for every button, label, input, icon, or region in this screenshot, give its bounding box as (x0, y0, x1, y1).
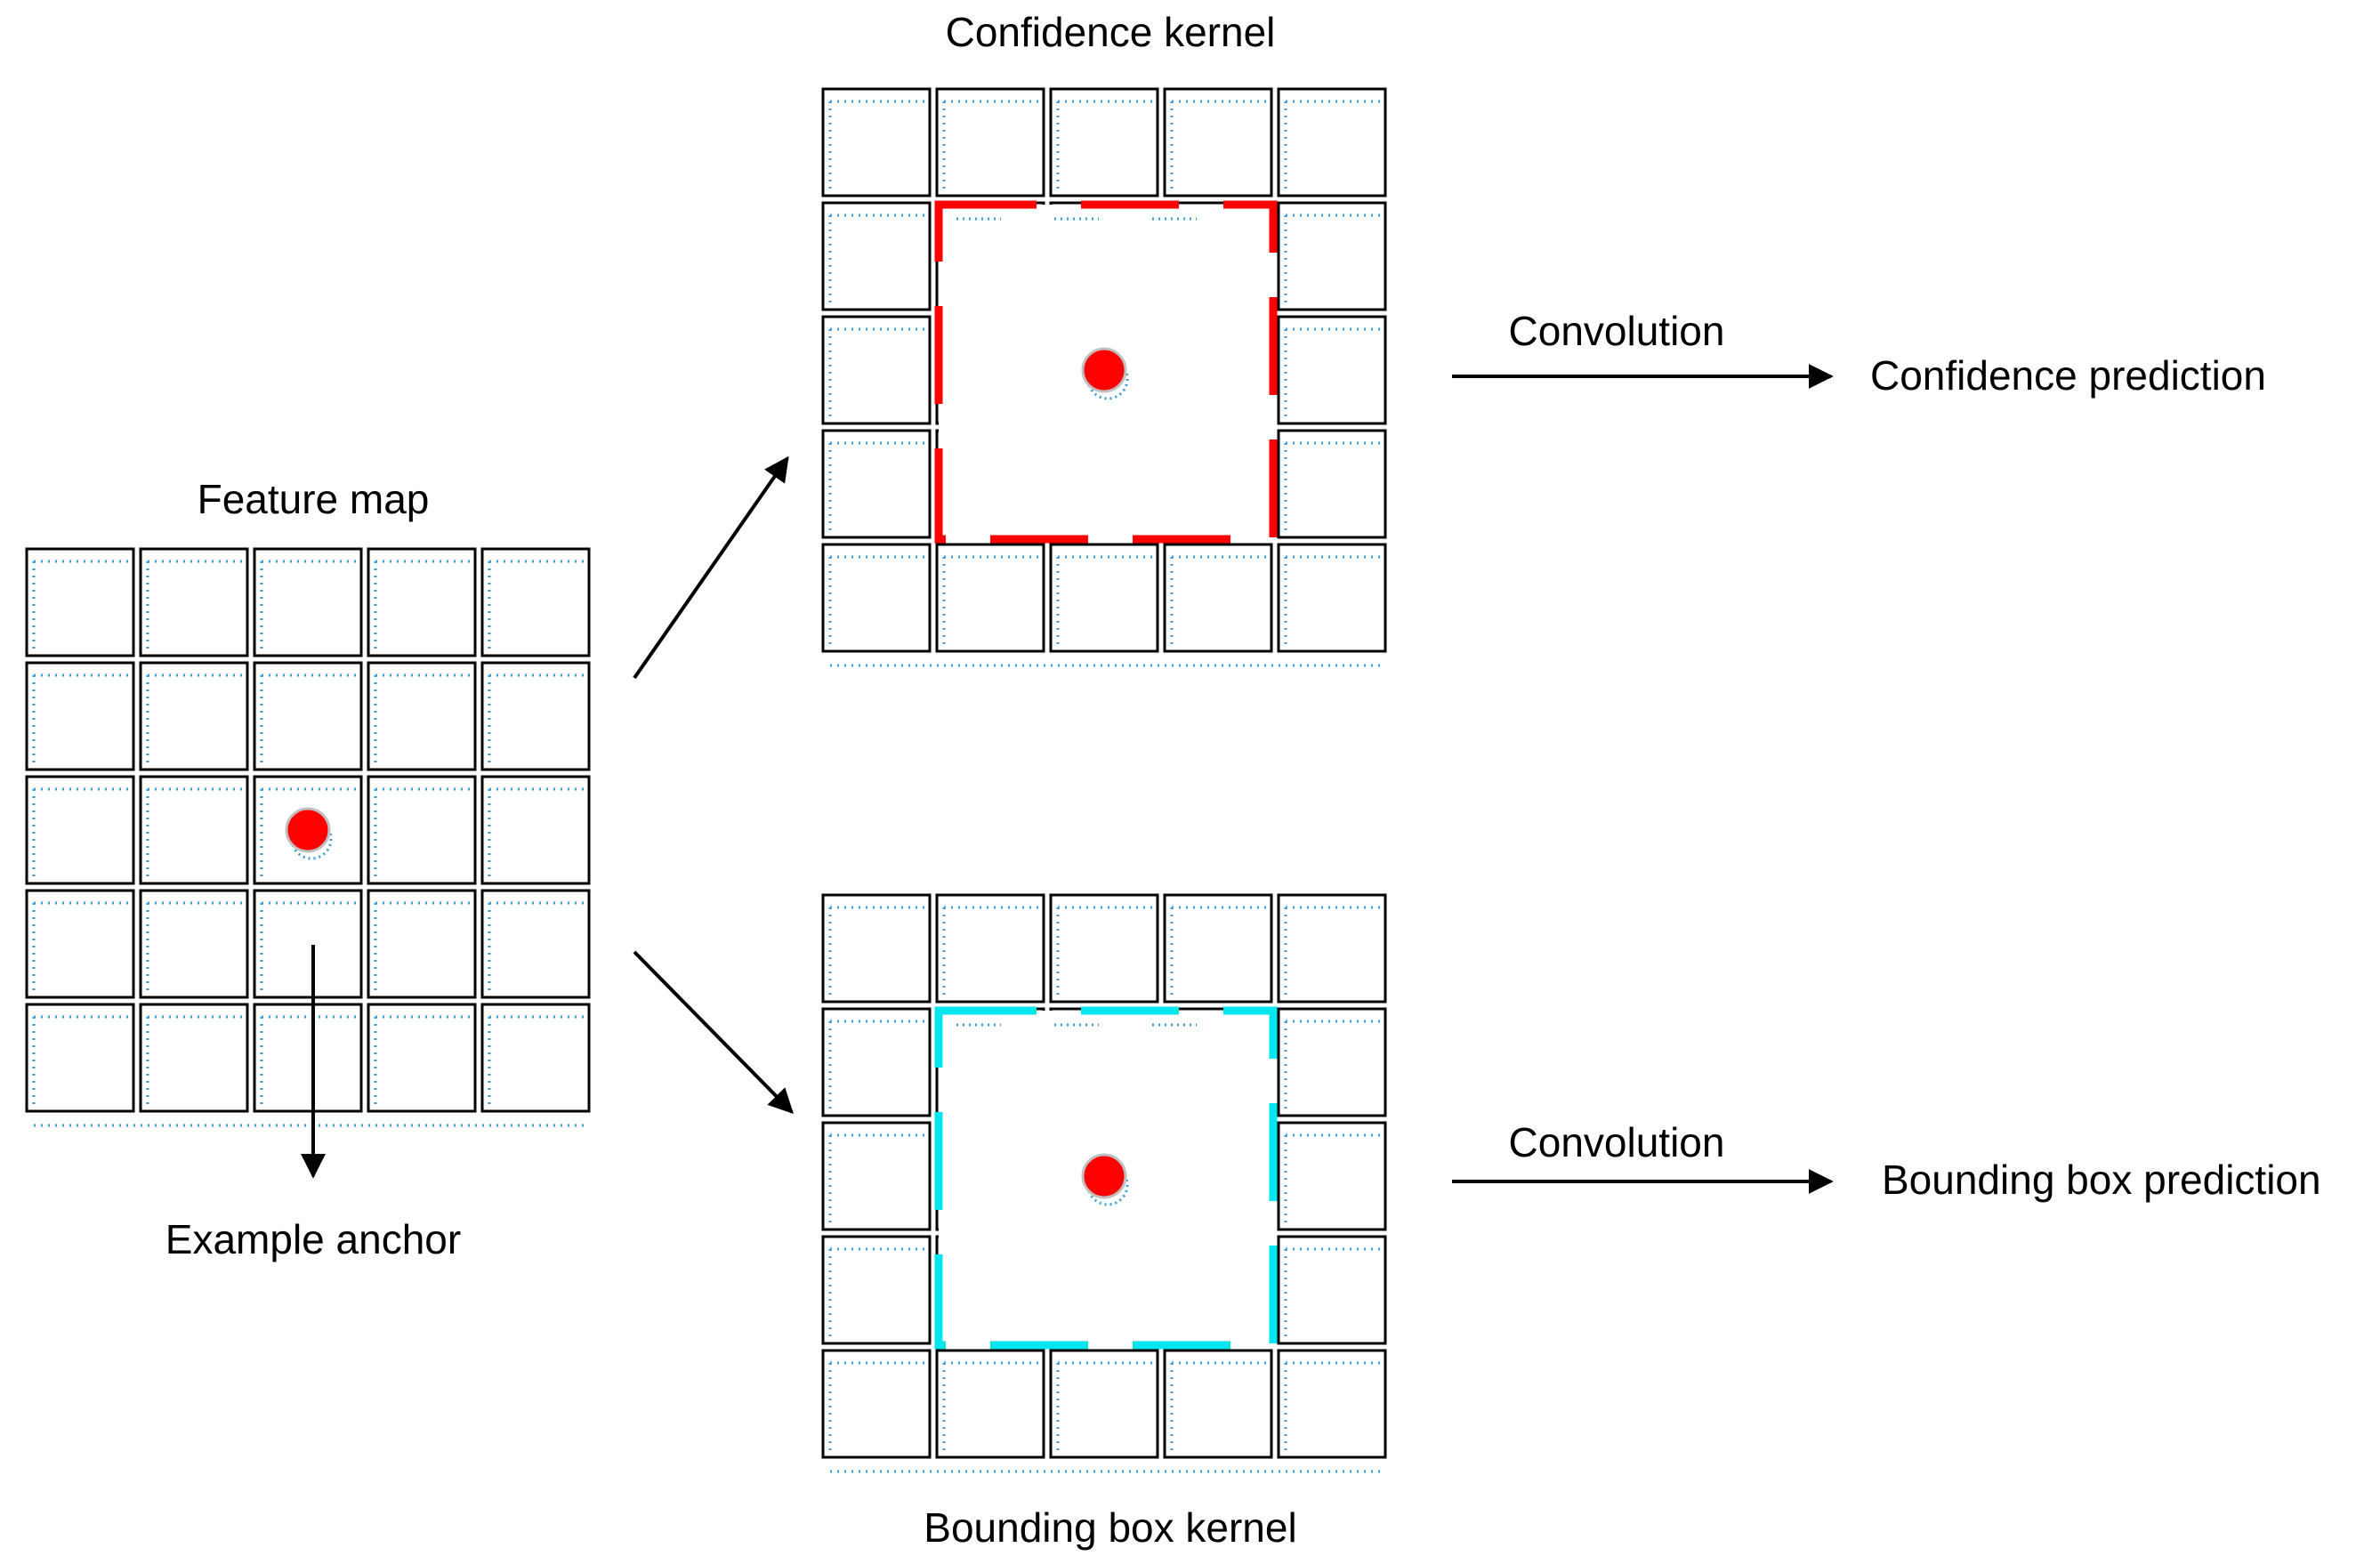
grid-cell (821, 429, 932, 539)
grid-cell (25, 889, 135, 999)
grid-cell (1049, 893, 1159, 1004)
grid-cell (25, 661, 135, 771)
grid-cell (935, 893, 1045, 1004)
grid-cell (821, 1235, 932, 1345)
grid-cell (935, 87, 1045, 198)
grid-cell (367, 1003, 477, 1113)
grid-cell (253, 775, 363, 885)
anchor-point (285, 807, 331, 853)
grid-cell (139, 1003, 249, 1113)
arrow-to-bounding-box-kernel (633, 950, 794, 1114)
grid-cell (480, 661, 591, 771)
grid-cell (1277, 315, 1387, 425)
anchor-point (1081, 1153, 1127, 1199)
grid-cell (480, 889, 591, 999)
grid-cell (1049, 87, 1159, 198)
grid-cell (1277, 1235, 1387, 1345)
grid-cell (253, 661, 363, 771)
grid-cell (821, 315, 932, 425)
example-anchor-label: Example anchor (165, 1216, 461, 1262)
grid-cell (1277, 429, 1387, 539)
grid-cell (253, 547, 363, 657)
confidence-prediction-label: Confidence prediction (1870, 352, 2266, 399)
grid-cell (1277, 1349, 1387, 1459)
feature-map-title: Feature map (198, 476, 430, 522)
grid-cell (821, 87, 932, 198)
feature-map-grid (25, 547, 591, 1127)
grid-cell (821, 201, 932, 311)
grid-cell (480, 775, 591, 885)
grid-cell (253, 1003, 363, 1113)
grid-cell (1163, 543, 1273, 653)
grid-cell (821, 1007, 932, 1117)
grid-cell (139, 889, 249, 999)
confidence-kernel-title: Confidence kernel (946, 9, 1276, 55)
grid-cell (25, 547, 135, 657)
grid-cell (367, 547, 477, 657)
grid-cell (25, 1003, 135, 1113)
grid-cell (1163, 87, 1273, 198)
grid-cell (1277, 893, 1387, 1004)
grid-cell (480, 1003, 591, 1113)
grid-cell (367, 775, 477, 885)
grid-cell (821, 1349, 932, 1459)
grid-cell (253, 889, 363, 999)
bounding-box-kernel-grid (821, 893, 1387, 1473)
grid-cell (1277, 201, 1387, 311)
grid-cell (821, 893, 932, 1004)
grid-cell (821, 1121, 932, 1231)
grid-cell (935, 1349, 1045, 1459)
confidence-kernel-grid (821, 87, 1387, 667)
bounding-box-prediction-label: Bounding box prediction (1882, 1157, 2321, 1203)
kernel-dashed-box (934, 1006, 1278, 1350)
grid-cell (1049, 543, 1159, 653)
grid-cell (139, 775, 249, 885)
grid-cell (1163, 1349, 1273, 1459)
convolution-label-bottom: Convolution (1509, 1119, 1725, 1165)
grid-cell (139, 547, 249, 657)
grid-cell (1277, 543, 1387, 653)
convolution-label-top: Convolution (1509, 308, 1725, 354)
grid-cell (821, 543, 932, 653)
grid-cell (1163, 893, 1273, 1004)
grid-cell (1049, 1349, 1159, 1459)
grid-cell (367, 661, 477, 771)
bounding-box-kernel-title: Bounding box kernel (924, 1504, 1296, 1551)
grid-cell (139, 661, 249, 771)
grid-cell (367, 889, 477, 999)
kernel-dashed-box (934, 200, 1278, 544)
grid-cell (935, 543, 1045, 653)
anchor-point (1081, 347, 1127, 393)
grid-cell (1277, 1007, 1387, 1117)
grid-cell (480, 547, 591, 657)
grid-cell (25, 775, 135, 885)
grid-cell (1277, 87, 1387, 198)
grid-cell (1277, 1121, 1387, 1231)
arrow-to-confidence-kernel (633, 455, 789, 680)
